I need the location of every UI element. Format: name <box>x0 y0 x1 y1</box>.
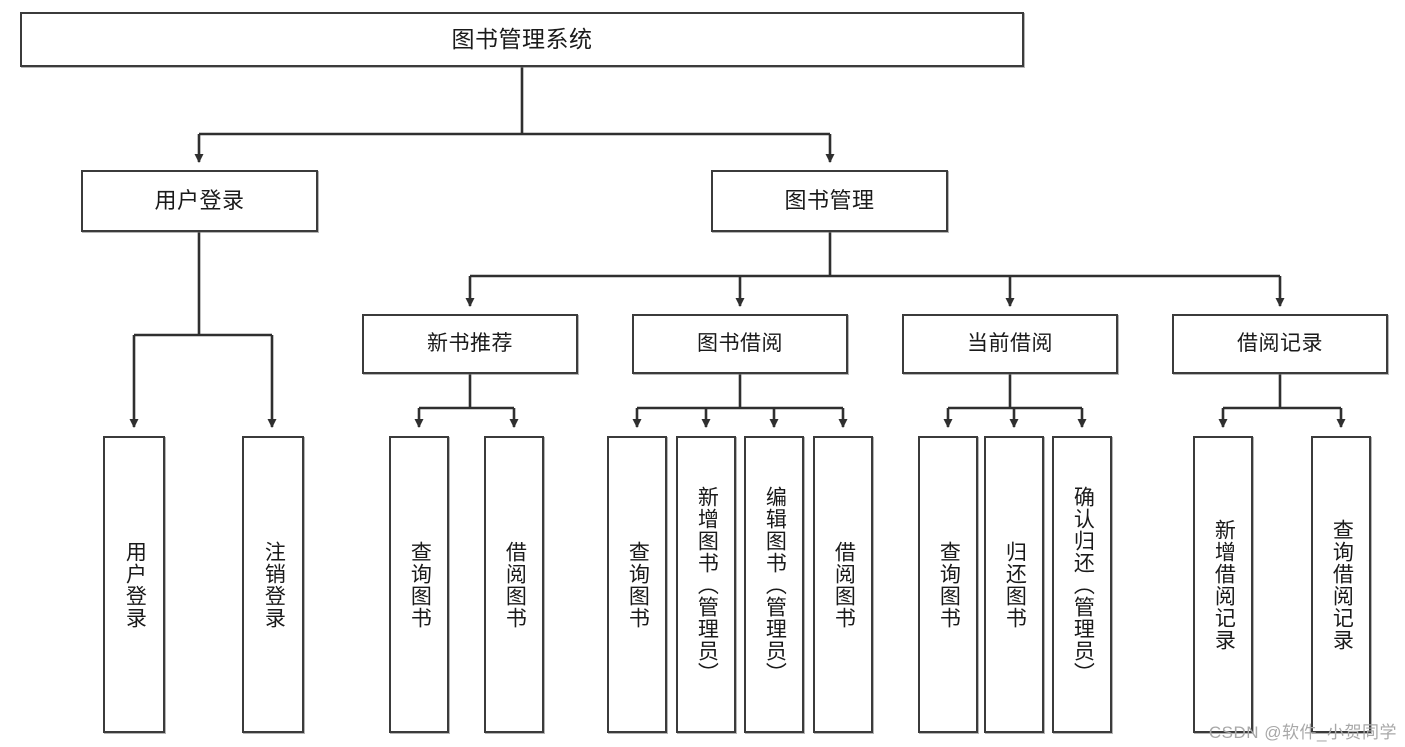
node-label: 当前借阅 <box>967 331 1053 355</box>
leaf-current-confirm-return-admin[interactable]: 确认归还（管理员） <box>1052 436 1112 733</box>
watermark: CSDN @软件_小贺同学 <box>1208 723 1397 742</box>
node-label: 编辑图书（管理员） <box>763 485 787 684</box>
node-label: 新增图书（管理员） <box>695 485 719 684</box>
node-new-book-recommend[interactable]: 新书推荐 <box>362 314 578 374</box>
node-label: 用户登录 <box>123 540 147 629</box>
leaf-record-query-borrow-record[interactable]: 查询借阅记录 <box>1311 436 1371 733</box>
node-book-management[interactable]: 图书管理 <box>711 170 948 232</box>
node-label: 借阅记录 <box>1237 331 1323 355</box>
leaf-recommend-borrow-book[interactable]: 借阅图书 <box>484 436 544 733</box>
node-label: 新增借阅记录 <box>1212 518 1236 651</box>
leaf-current-return-book[interactable]: 归还图书 <box>984 436 1044 733</box>
node-label: 查询借阅记录 <box>1330 518 1354 651</box>
leaf-borrow-add-book-admin[interactable]: 新增图书（管理员） <box>676 436 736 733</box>
node-label: 借阅图书 <box>832 540 856 629</box>
node-label: 新书推荐 <box>427 331 513 355</box>
leaf-current-query-book[interactable]: 查询图书 <box>918 436 978 733</box>
node-label: 归还图书 <box>1003 540 1027 629</box>
node-book-borrow[interactable]: 图书借阅 <box>632 314 848 374</box>
node-label: 查询图书 <box>408 540 432 629</box>
leaf-borrow-query-book[interactable]: 查询图书 <box>607 436 667 733</box>
leaf-recommend-query-book[interactable]: 查询图书 <box>389 436 449 733</box>
leaf-user-logout[interactable]: 注销登录 <box>242 436 304 733</box>
node-label: 查询图书 <box>626 540 650 629</box>
node-current-borrow[interactable]: 当前借阅 <box>902 314 1118 374</box>
node-label: 借阅图书 <box>503 540 527 629</box>
node-label: 查询图书 <box>937 540 961 629</box>
leaf-user-login[interactable]: 用户登录 <box>103 436 165 733</box>
node-borrow-record[interactable]: 借阅记录 <box>1172 314 1388 374</box>
leaf-record-add-borrow-record[interactable]: 新增借阅记录 <box>1193 436 1253 733</box>
node-label: 用户登录 <box>154 188 245 214</box>
node-user-login[interactable]: 用户登录 <box>81 170 318 232</box>
node-root-system[interactable]: 图书管理系统 <box>20 12 1024 67</box>
node-label: 图书管理系统 <box>451 26 593 53</box>
node-label: 注销登录 <box>262 540 286 629</box>
node-label: 确认归还（管理员） <box>1071 485 1095 684</box>
node-label: 图书管理 <box>784 188 875 214</box>
leaf-borrow-borrow-book[interactable]: 借阅图书 <box>813 436 873 733</box>
node-label: 图书借阅 <box>697 331 783 355</box>
leaf-borrow-edit-book-admin[interactable]: 编辑图书（管理员） <box>744 436 804 733</box>
